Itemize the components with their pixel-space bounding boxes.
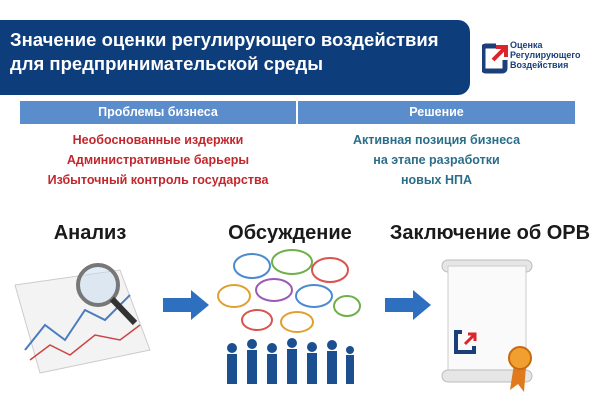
logo-text: Оценка Регулирующего Воздействия <box>510 40 580 70</box>
problem-item: Административные барьеры <box>66 153 250 167</box>
header-solution: Решение <box>298 101 575 124</box>
magnifier-chart-icon <box>14 263 151 374</box>
solution-list: Активная позиция бизнеса на этапе разраб… <box>298 130 575 190</box>
problem-item: Необоснованные издержки <box>72 133 244 147</box>
logo-line: Оценка <box>510 40 543 50</box>
slide-title: Значение оценки регулирующего воздействи… <box>10 29 439 74</box>
people-speech-bubbles-icon <box>217 249 361 384</box>
logo-line: Регулирующего <box>510 50 581 60</box>
logo-line: Воздействия <box>510 60 569 70</box>
solution-item: новых НПА <box>400 173 472 187</box>
arrow-right-icon <box>163 290 209 320</box>
title-banner <box>0 20 470 95</box>
problem-item: Избыточный контроль государства <box>47 173 269 187</box>
solution-item: Активная позиция бизнеса <box>352 133 521 147</box>
solution-item: на этапе разработки <box>373 153 500 167</box>
step-analysis-label: Анализ <box>53 222 127 244</box>
orv-logo-icon <box>482 43 508 74</box>
step-discussion-label: Обсуждение <box>228 222 352 244</box>
certificate-scroll-icon <box>441 259 533 392</box>
problems-list: Необоснованные издержки Административные… <box>20 130 296 190</box>
step-conclusion-label: Заключение об ОРВ <box>389 222 591 244</box>
header-problems: Проблемы бизнеса <box>20 101 296 124</box>
arrow-right-icon <box>385 290 431 320</box>
